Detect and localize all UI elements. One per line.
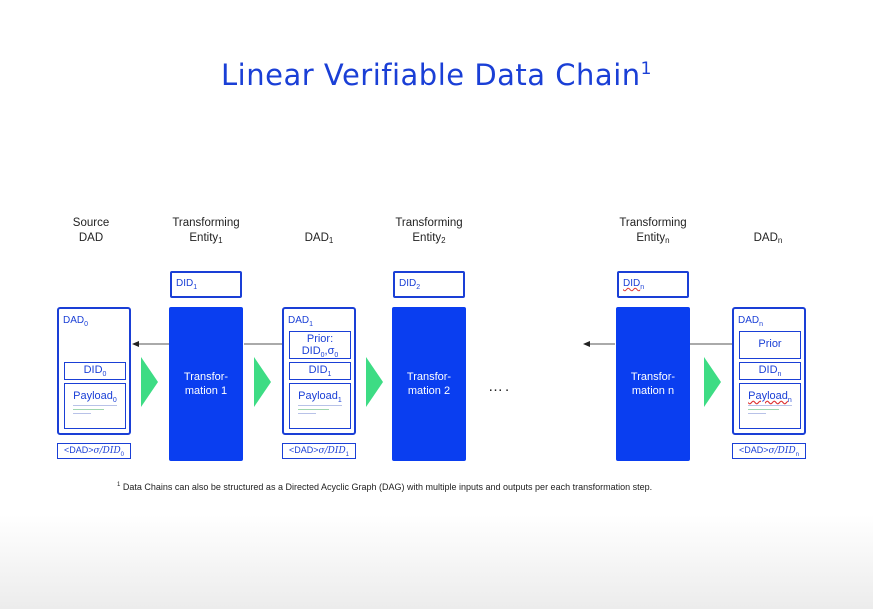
dad-source-label: DAD0 xyxy=(63,315,89,328)
arrowhead-left-n xyxy=(583,341,590,347)
dad-1-prior: Prior: DID0,σ0 xyxy=(289,331,351,359)
chevron-arrow-2 xyxy=(254,357,271,407)
entity-did-box-1: DID1 xyxy=(170,271,242,298)
dad-source-signature: <DAD>σ/DID0 xyxy=(57,443,131,459)
arrowhead-left-1 xyxy=(132,341,139,347)
dad-n-payload: Payloadn xyxy=(739,383,801,429)
dad-n-label: DADn xyxy=(738,315,764,328)
payload-content-lines xyxy=(298,405,342,417)
header-dad-1: DAD1 xyxy=(304,232,334,245)
background-fade xyxy=(0,515,873,609)
dad-n: DADn Prior DIDn Payloadn xyxy=(732,307,806,435)
diagram-title: Linear Verifiable Data Chain1 xyxy=(221,58,652,92)
footnote: 1 Data Chains can also be structured as … xyxy=(117,482,653,492)
transformation-n: Transfor-mation n xyxy=(616,307,690,461)
payload-content-lines xyxy=(748,405,792,417)
entity-did-box-2: DID2 xyxy=(393,271,465,298)
dad-1-label: DAD1 xyxy=(288,315,314,328)
header-dad-n: DADn xyxy=(753,232,783,245)
dad-n-prior: Prior xyxy=(739,331,801,359)
dad-1-did: DID1 xyxy=(289,362,351,380)
chevron-arrow-4 xyxy=(704,357,721,407)
dad-n-did: DIDn xyxy=(739,362,801,380)
dad-n-signature: <DAD>σ/DIDn xyxy=(732,443,806,459)
chevron-arrow-3 xyxy=(366,357,383,407)
dad-source-did: DID0 xyxy=(64,362,126,380)
dad-1-signature: <DAD>σ/DID1 xyxy=(282,443,356,459)
dad-source-payload: Payload0 xyxy=(64,383,126,429)
ellipsis: …. xyxy=(488,378,512,395)
chevron-arrow-1 xyxy=(141,357,158,407)
dad-source: DAD0 DID0 Payload0 xyxy=(57,307,131,435)
entity-did-box-n: DIDn xyxy=(617,271,689,298)
dad-1-payload: Payload1 xyxy=(289,383,351,429)
transformation-2: Transfor-mation 2 xyxy=(392,307,466,461)
payload-content-lines xyxy=(73,405,117,417)
dad-1: DAD1 Prior: DID0,σ0 DID1 Payload1 xyxy=(282,307,356,435)
transformation-1: Transfor-mation 1 xyxy=(169,307,243,461)
